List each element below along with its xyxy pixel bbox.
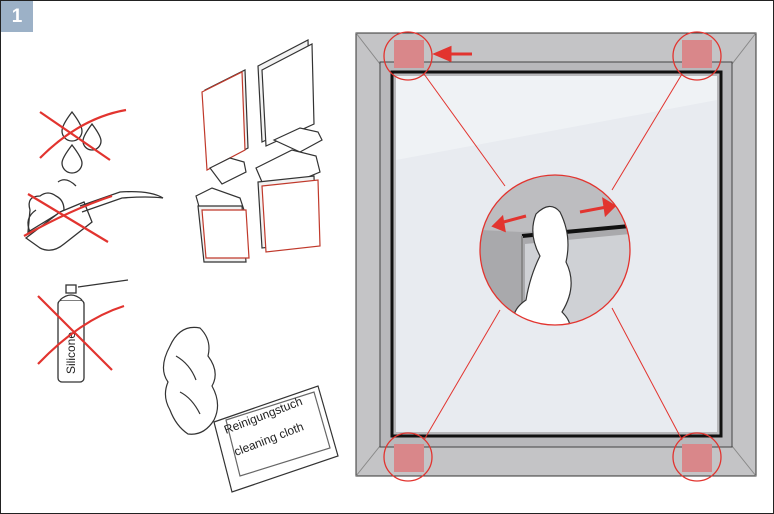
leader-lines	[423, 73, 683, 441]
arrow-left-icon	[432, 45, 472, 63]
spray-can-icon: Silicone	[37, 279, 129, 383]
step-number-badge: 1	[1, 1, 33, 32]
corner-pad-top-left	[394, 40, 424, 68]
corner-circle-bottom-left	[383, 432, 433, 482]
water-drops-icon	[39, 108, 127, 174]
cross-out-oil	[23, 193, 113, 243]
cross-out-silicone	[37, 295, 125, 371]
window-sash	[390, 70, 723, 438]
corner-circle-top-left	[383, 31, 433, 81]
window-diagram	[355, 31, 757, 482]
cross-out-water	[39, 108, 127, 161]
corner-pad-bottom-left	[394, 444, 424, 472]
magnified-detail	[480, 175, 630, 325]
cleaning-cloth-icon: Reinigungstuch cleaning cloth	[162, 326, 339, 493]
corner-pad-top-right	[682, 40, 712, 68]
magnifier-circle	[479, 174, 631, 326]
spray-can-label: Silicone	[64, 332, 78, 374]
oil-can-icon	[23, 179, 164, 251]
corner-circle-bottom-right	[672, 432, 722, 482]
corner-pad-bottom-right	[682, 444, 712, 472]
replacement-pads-icon	[195, 39, 323, 263]
corner-circle-top-right	[672, 31, 722, 81]
